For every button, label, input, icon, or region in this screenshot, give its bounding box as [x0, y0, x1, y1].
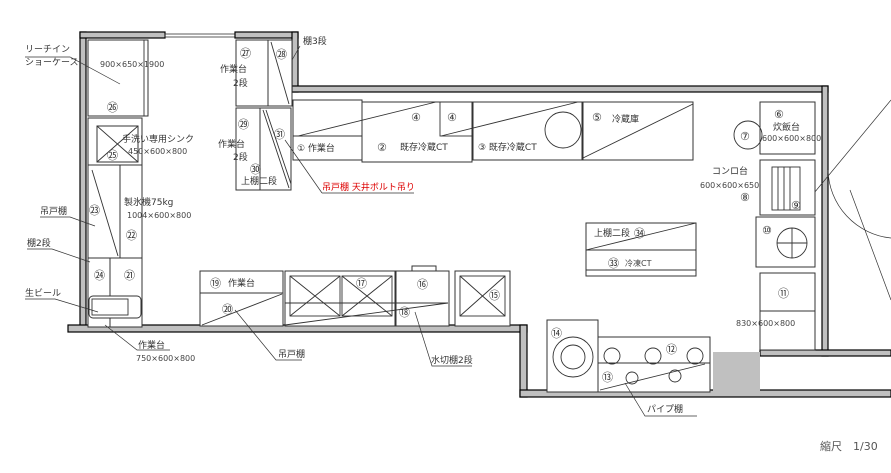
right-cooking-line: ⑥ 炊飯台 600×600×800 ⑦ コンロ台 600×600×650 ⑧ ⑨… [700, 101, 821, 351]
item-number: ㉞ [634, 227, 645, 240]
size-label: 1004×600×800 [127, 211, 191, 220]
item-number: ㉝ [608, 257, 619, 270]
item-number: ㉕ [107, 149, 118, 162]
label: 吊戸棚 [278, 348, 305, 360]
item-number: ㉙ [238, 118, 249, 131]
item-number: ⑰ [356, 277, 367, 290]
label: パイプ棚 [647, 403, 683, 415]
item-number: ㉑ [124, 269, 135, 282]
size-label: 830×600×800 [736, 319, 795, 328]
item-number: ⑫ [666, 343, 677, 356]
label: ① 作業台 [297, 142, 335, 154]
label: 作業台 [138, 339, 165, 351]
item-number: ⑮ [489, 289, 500, 302]
label: 冷蔵庫 [612, 113, 639, 125]
worktable-27-28: ㉗ ㉘ 作業台 2段 棚3段 [220, 35, 327, 107]
item-number: ⑪ [778, 287, 789, 300]
label: 上棚二段 [241, 175, 277, 187]
ice-maker: 製氷機75kg 1004×600×800 ㉓ ㉒ [87, 164, 191, 259]
label: 炊飯台 [773, 121, 800, 133]
reach-in-showcase: 900×650×1900 ㉖ [87, 39, 164, 117]
bottom-counter-row: ⑲ 作業台 ⑳ ⑰ ⑯ ⑱ ⑮ [199, 265, 511, 327]
sink-label: 手洗い専用シンク [122, 133, 194, 145]
item-number: ㉛ [274, 128, 285, 141]
label: 生ビール [25, 287, 61, 299]
range-area: ⑭ ⑫ ⑬ [546, 319, 711, 393]
size-label: 600×600×800 [762, 134, 821, 143]
label: ショーケース [25, 57, 79, 68]
label: 冷凍CT [625, 258, 652, 268]
label: 作業台 [218, 138, 245, 150]
item-number: ⑩ [762, 224, 772, 237]
item-number: ㉗ [240, 47, 251, 60]
label: 作業台 [220, 63, 247, 75]
label: 上棚二段 [594, 227, 630, 239]
label: ③ 既存冷蔵CT [478, 141, 537, 153]
label: 棚3段 [303, 35, 327, 47]
top-counter-row: ① 作業台 ② 既存冷蔵CT ④ ④ ③ 既存冷蔵CT ⑤ 冷蔵庫 吊戸棚 天井… [284, 99, 694, 194]
item-number: ④ [411, 111, 421, 124]
item-number: ⑬ [602, 371, 613, 384]
leader-labels: リーチイン ショーケース 吊戸棚 棚2段 生ビール 作業台 750×600×80… [25, 44, 697, 417]
label: リーチイン [25, 44, 70, 55]
item-number: ④ [447, 111, 457, 124]
size-label: 900×650×1900 [100, 60, 164, 69]
size-label: 600×600×650 [700, 181, 759, 190]
size-label: 750×600×800 [136, 354, 195, 363]
item-number: ⑥ [774, 108, 784, 121]
label: 2段 [233, 77, 248, 89]
item-number: ⑨ [791, 199, 801, 212]
item-number: ⑱ [399, 306, 410, 319]
scale-label: 縮尺 1/30 [820, 439, 878, 453]
item-number: ⑲ [210, 277, 221, 290]
ceiling-bolt-note: 吊戸棚 天井ボルト吊り [322, 181, 415, 193]
hand-sink: 手洗い専用シンク 450×600×800 ㉕ [87, 117, 194, 166]
worktable-29-31: ㉙ ㉚ ㉛ 作業台 2段 上棚二段 [218, 107, 292, 191]
item-number: ㉒ [126, 229, 137, 242]
window [164, 33, 236, 38]
label: 水切棚2段 [431, 354, 473, 366]
label: 既存冷蔵CT [400, 141, 448, 153]
item-number: ⑭ [551, 327, 562, 340]
size-label: 450×600×800 [128, 147, 187, 156]
item-number: ⑯ [417, 278, 428, 291]
label: 作業台 [228, 277, 255, 289]
item-number: ⑦ [740, 130, 750, 143]
item-number: ⑧ [740, 191, 750, 204]
item-number: ⑤ [592, 111, 602, 124]
freezer-island: 上棚二段 ㉞ ㉝ 冷凍CT [585, 222, 697, 277]
item-number: ㉖ [107, 101, 118, 114]
label: 2段 [233, 151, 248, 163]
ice-label: 製氷機75kg [124, 196, 173, 208]
item-number: ㉓ [89, 204, 100, 217]
beer-work-area: ㉔ ㉑ [87, 257, 143, 328]
item-number: ㉚ [250, 163, 261, 176]
item-number: ㉔ [94, 269, 105, 282]
label: 棚2段 [27, 237, 51, 249]
item-number: ② [377, 141, 387, 154]
item-number: ㉘ [276, 48, 287, 61]
item-number: ⑳ [222, 303, 233, 316]
label: 吊戸棚 [40, 205, 67, 217]
label: コンロ台 [712, 165, 748, 177]
